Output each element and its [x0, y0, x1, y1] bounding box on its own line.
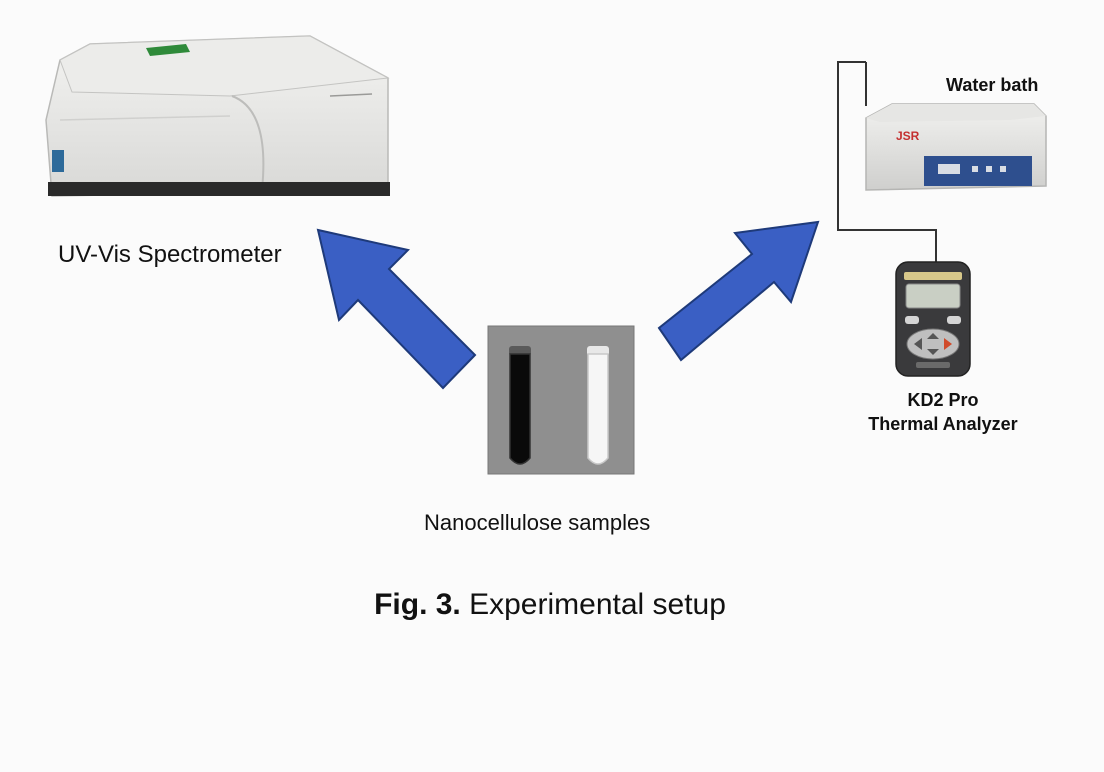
clear-sample-tube: [587, 346, 609, 465]
figure-title: Experimental setup: [469, 588, 726, 621]
water-bath-image: JSR: [865, 103, 1047, 191]
kd2-pro-analyzer-image: [895, 261, 971, 377]
figure-number: Fig. 3.: [374, 588, 461, 621]
figure-caption: Fig. 3. Experimental setup: [0, 588, 1100, 622]
dark-sample-tube: [509, 346, 531, 465]
uv-vis-spectrometer-image: [45, 35, 390, 197]
samples-label: Nanocellulose samples: [424, 510, 651, 535]
kd2-label-line1: KD2 Pro: [907, 390, 979, 410]
kd2-label-line2: Thermal Analyzer: [868, 414, 1018, 434]
water-bath-label: Water bath: [946, 75, 1039, 95]
nanocellulose-samples-image: [487, 325, 635, 475]
kd2-pro-label: KD2 Pro Thermal Analyzer: [868, 388, 1018, 436]
arrow-to-analyzer: [657, 220, 820, 362]
spectrometer-label: UV-Vis Spectrometer: [58, 241, 282, 268]
arrow-to-spectrometer: [316, 228, 477, 390]
svg-text:JSR: JSR: [896, 129, 920, 143]
connection-cable: [837, 61, 937, 262]
